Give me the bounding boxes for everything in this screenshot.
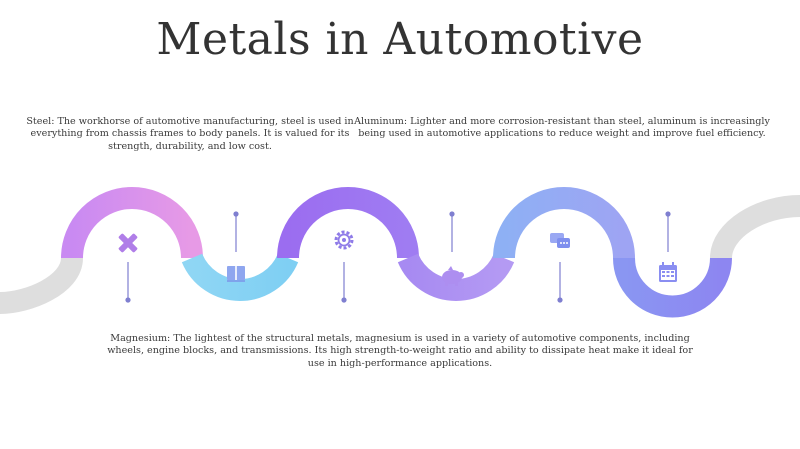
wave-segment-right-end xyxy=(710,195,800,260)
connector-4 xyxy=(449,211,455,252)
book-icon xyxy=(227,266,245,282)
wave-segment-1 xyxy=(61,187,203,259)
connector-5 xyxy=(557,262,563,303)
aluminum-description: Aluminum: Lighter and more corrosion-res… xyxy=(354,116,770,140)
magnesium-description: Magnesium: The lightest of the structura… xyxy=(107,333,693,369)
connector-6 xyxy=(665,211,671,252)
steel-description: Steel: The workhorse of automotive manuf… xyxy=(26,116,354,152)
wave-segment-6 xyxy=(613,257,732,318)
wave-segment-5 xyxy=(493,187,635,259)
wave-segment-3 xyxy=(277,187,419,259)
gear-icon xyxy=(334,230,354,250)
wave-segment-4 xyxy=(397,253,515,301)
connector-1 xyxy=(125,262,131,303)
piggy-bank-icon xyxy=(442,266,464,286)
connector-2 xyxy=(233,211,239,252)
slide-title: Metals in Automotive xyxy=(156,14,644,65)
chat-icon xyxy=(550,233,570,248)
calendar-icon xyxy=(659,262,677,282)
cross-tools-icon xyxy=(118,233,138,253)
wave-segment-left-end xyxy=(0,256,83,314)
wave-segment-2 xyxy=(181,253,299,301)
connector-3 xyxy=(341,262,347,303)
